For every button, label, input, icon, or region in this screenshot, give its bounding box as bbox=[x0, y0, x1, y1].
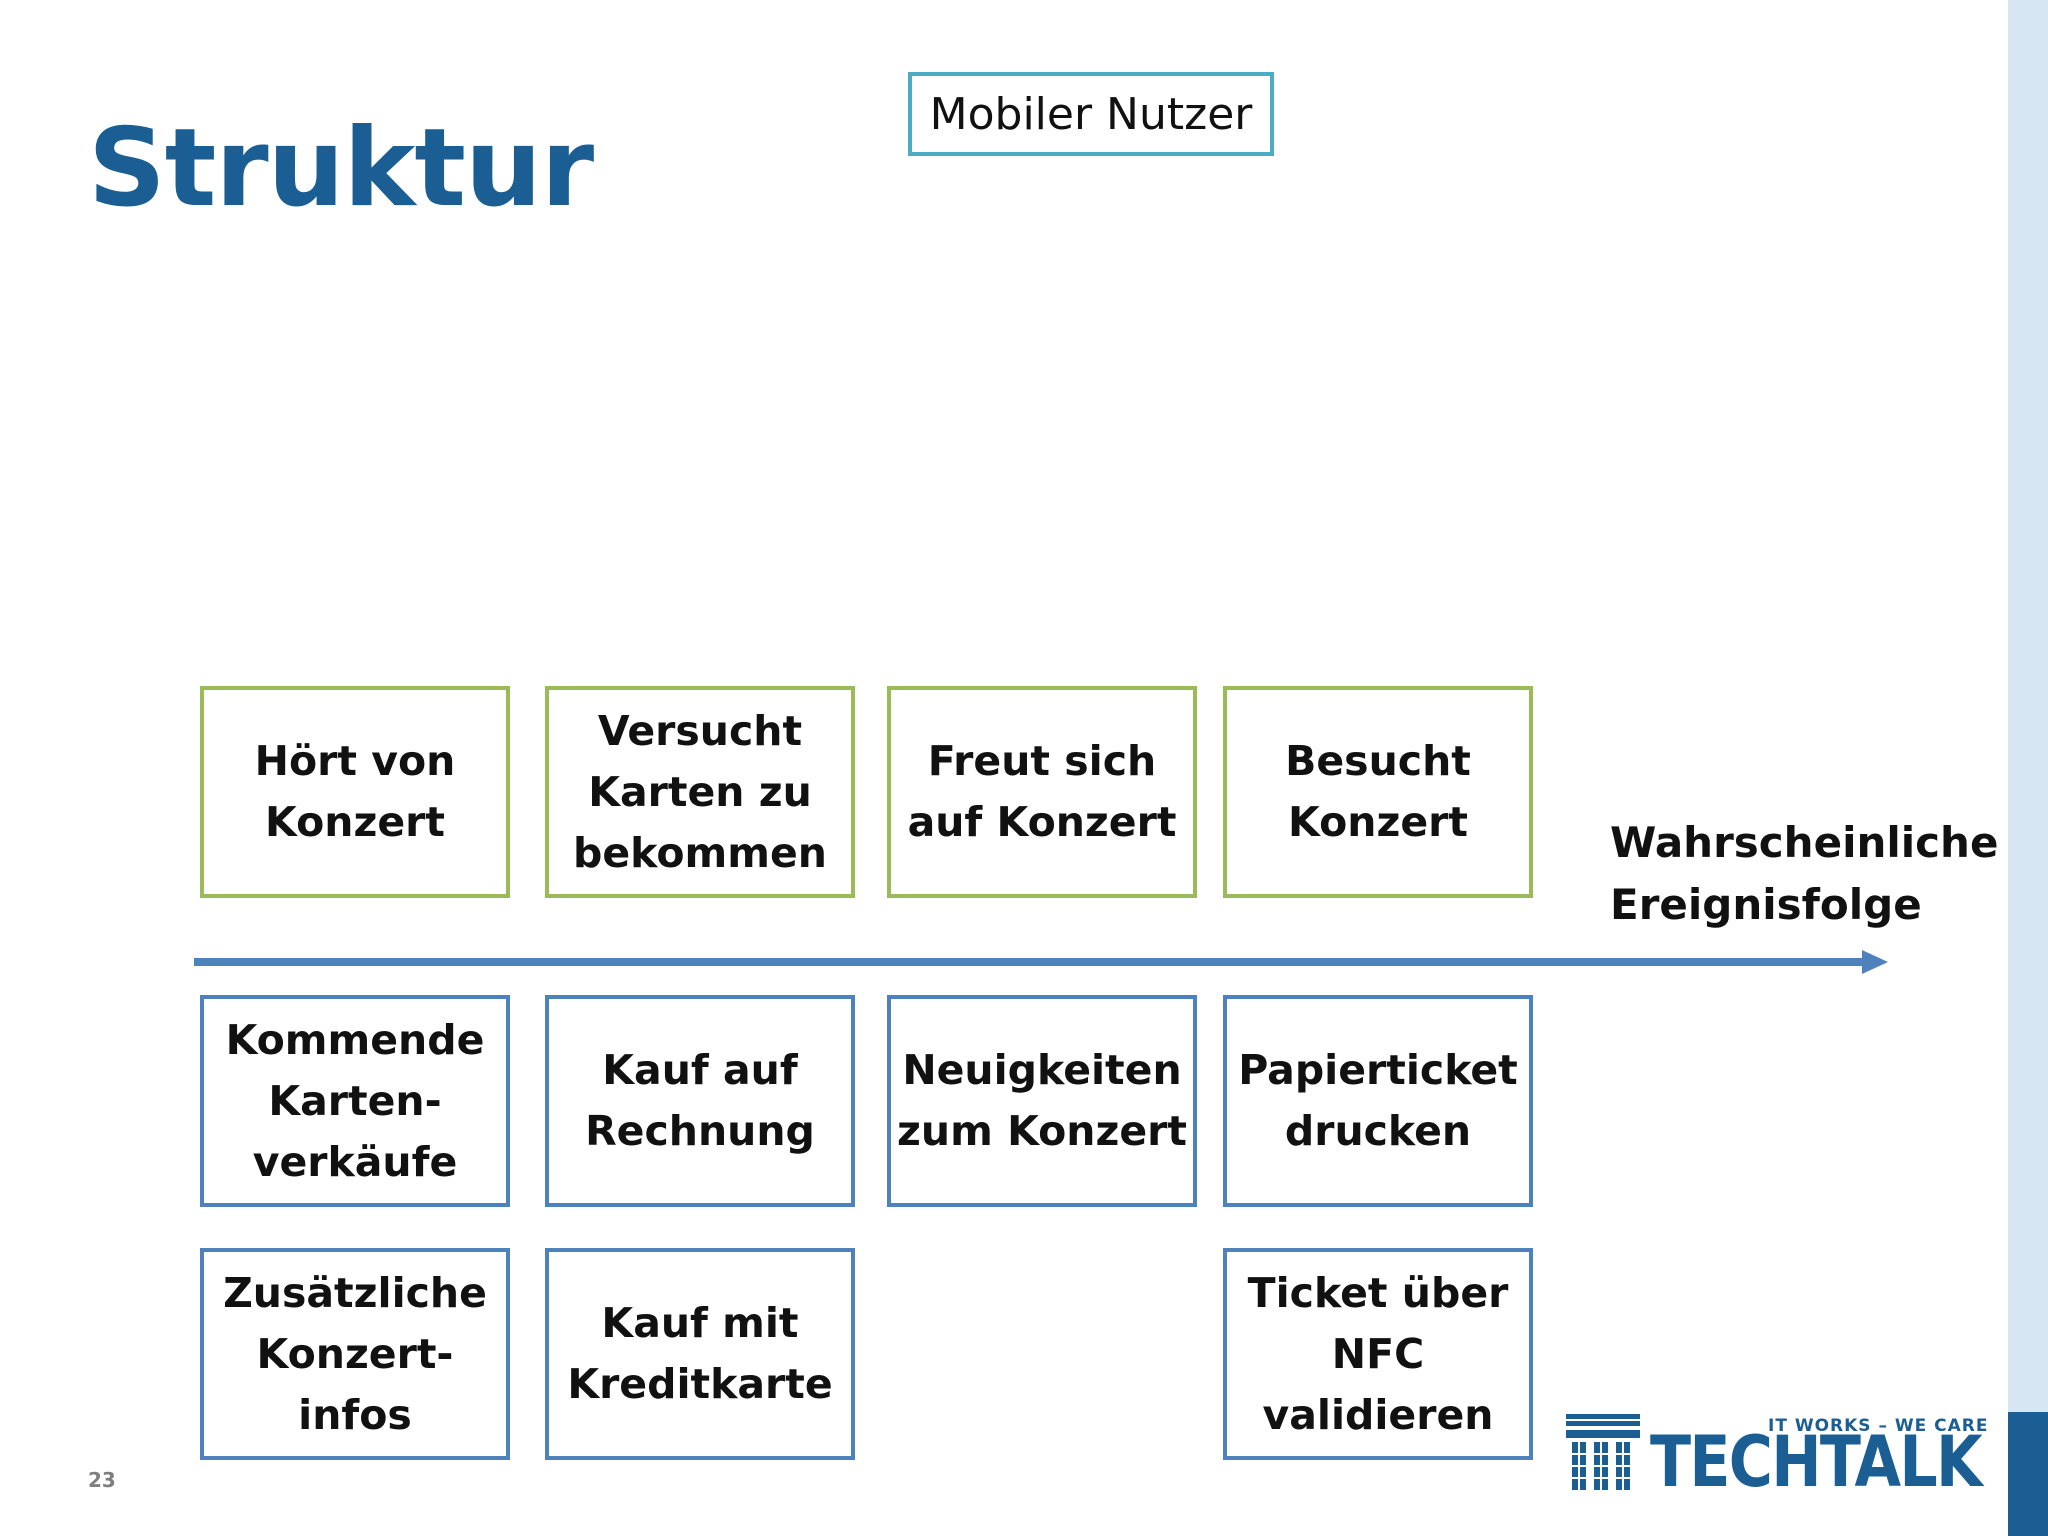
feature-box: Neuigkeiten zum Konzert bbox=[887, 995, 1197, 1207]
activity-box: Hört von Konzert bbox=[200, 686, 510, 898]
feature-box: Ticket über NFC validieren bbox=[1223, 1248, 1533, 1460]
logo-wordmark: TECHTALK bbox=[1650, 1421, 1983, 1503]
feature-box: Papierticket drucken bbox=[1223, 995, 1533, 1207]
techtalk-logo-icon bbox=[1566, 1414, 1640, 1490]
timeline-arrow bbox=[194, 950, 1888, 974]
sequence-axis-label: Wahrscheinliche Ereignisfolge bbox=[1610, 818, 1999, 929]
activity-box: Versucht Karten zu bekommen bbox=[545, 686, 855, 898]
logo-tagline: IT WORKS – WE CARE bbox=[1768, 1416, 1989, 1436]
side-decoration-accent bbox=[2008, 1412, 2048, 1536]
feature-box: Kauf auf Rechnung bbox=[545, 995, 855, 1207]
page-number: 23 bbox=[88, 1468, 116, 1492]
slide-title: Struktur bbox=[88, 106, 594, 231]
activity-box: Besucht Konzert bbox=[1223, 686, 1533, 898]
user-label-box: Mobiler Nutzer bbox=[908, 72, 1274, 156]
feature-box: Kauf mit Kreditkarte bbox=[545, 1248, 855, 1460]
side-decoration-bar bbox=[2008, 0, 2048, 1536]
feature-box: Zusätzliche Konzert- infos bbox=[200, 1248, 510, 1460]
feature-box: Kommende Karten- verkäufe bbox=[200, 995, 510, 1207]
activity-box: Freut sich auf Konzert bbox=[887, 686, 1197, 898]
